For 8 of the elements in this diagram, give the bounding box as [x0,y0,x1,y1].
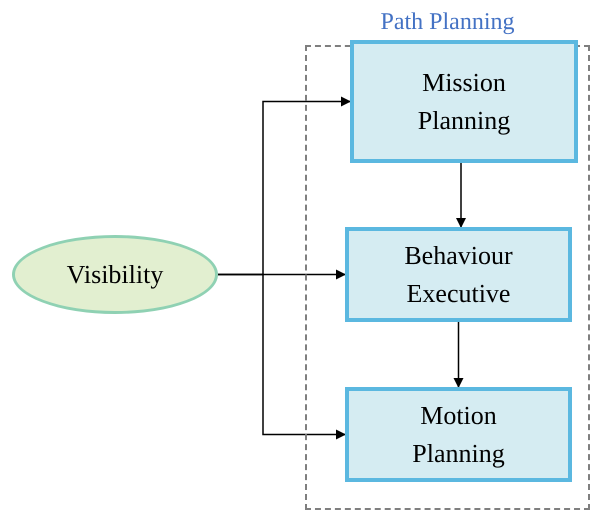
ellipse-node: Visibility [12,235,218,314]
process-box: Motion Planning [345,387,572,482]
process-box: Behaviour Executive [345,227,572,322]
group-title: Path Planning [379,8,516,37]
process-box: Mission Planning [350,40,578,163]
arrow [454,322,464,388]
arrow [218,274,346,440]
arrow [456,163,466,228]
